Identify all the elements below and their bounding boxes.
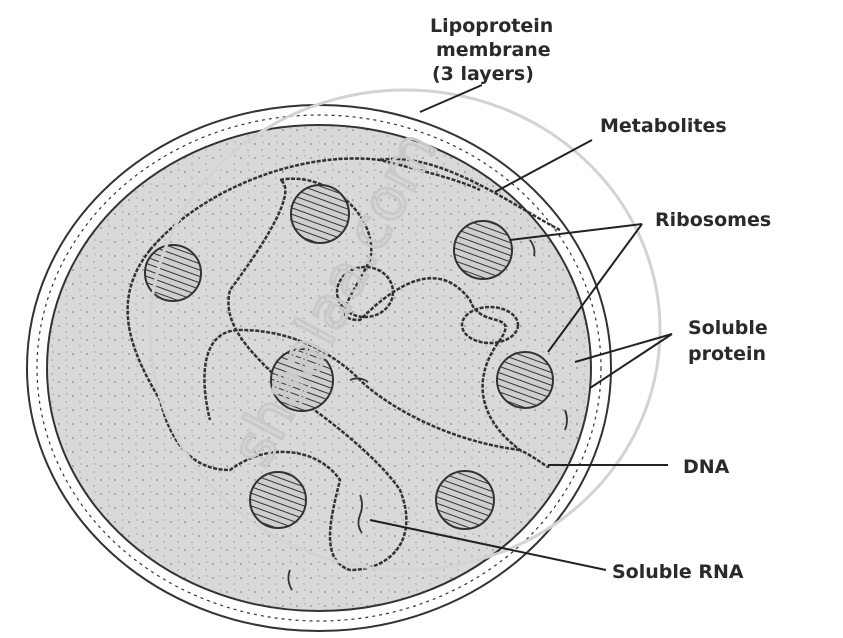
label-metabolites: Metabolites	[600, 115, 727, 137]
ribosome	[453, 220, 513, 280]
ribosome	[435, 470, 495, 530]
leader-lines	[369, 84, 673, 571]
dna-loop	[335, 265, 395, 319]
label-membrane: (3 layers)	[432, 63, 534, 85]
ribosome	[144, 244, 202, 302]
dna-loop	[460, 305, 520, 345]
ribosome	[270, 348, 334, 412]
soluble-rna-fragments	[287, 239, 568, 591]
ribosome	[290, 184, 350, 244]
label-soluble-rna: Soluble RNA	[612, 561, 744, 583]
label-soluble-protein: protein	[688, 343, 766, 365]
label-membrane: membrane	[436, 39, 551, 61]
label-soluble-protein: Soluble	[688, 317, 768, 339]
label-membrane: Lipoprotein	[430, 15, 553, 37]
ribosomes	[144, 184, 554, 530]
label-dna: DNA	[683, 456, 730, 478]
ribosome	[496, 351, 554, 409]
ribosome	[249, 471, 307, 529]
dna-strand	[126, 157, 561, 572]
label-ribosomes: Ribosomes	[655, 209, 771, 231]
